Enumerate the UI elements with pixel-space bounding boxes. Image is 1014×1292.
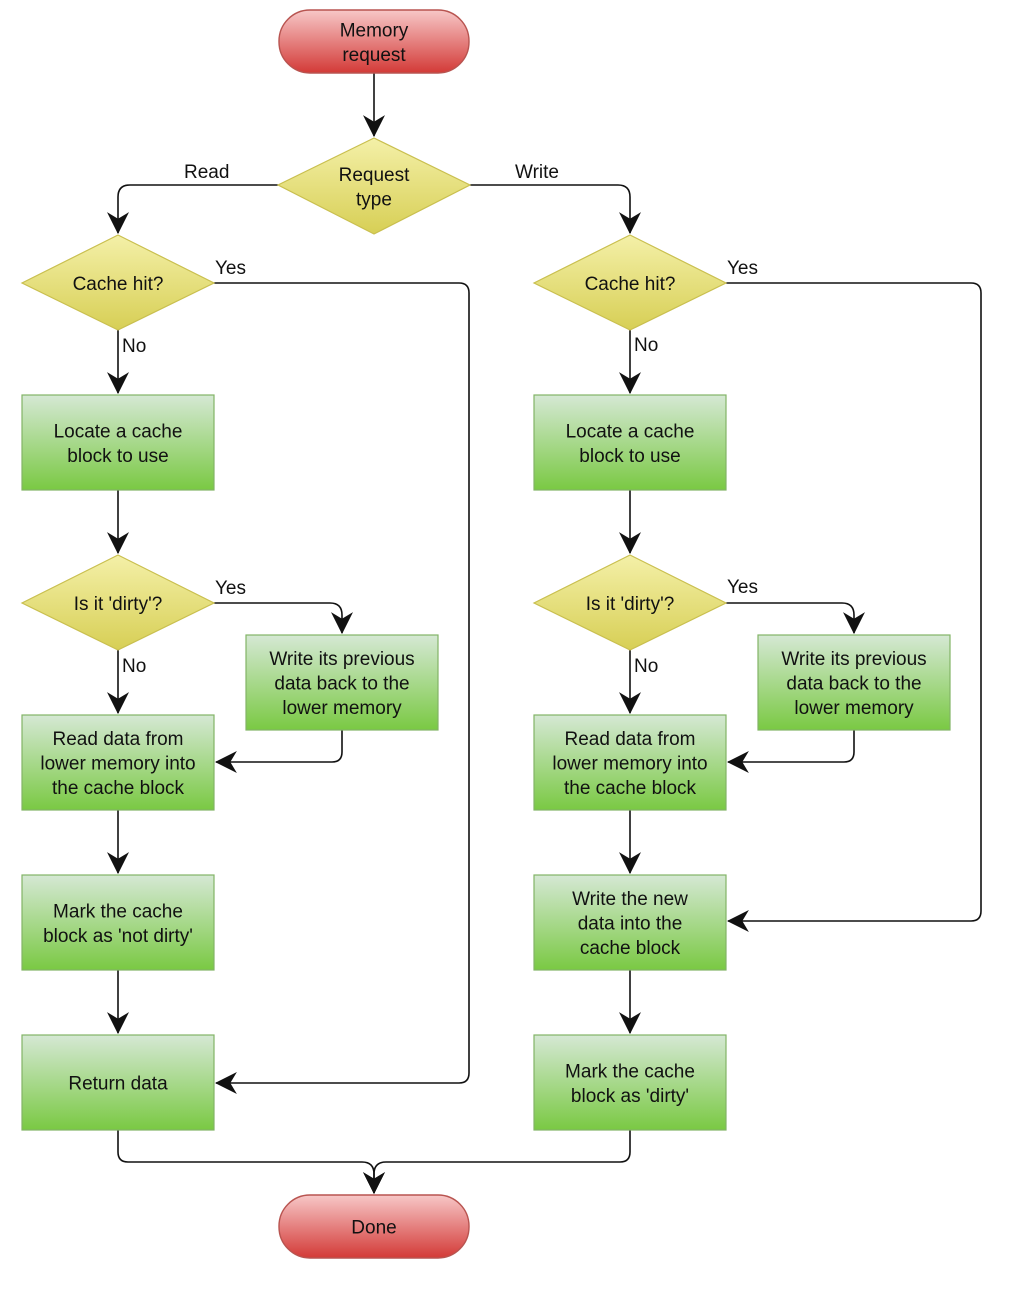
edge-write-dirty-yes xyxy=(726,602,865,635)
done-label: Done xyxy=(351,1218,396,1239)
label-read-hit-yes: Yes xyxy=(215,258,246,279)
edge-write-mark-to-done xyxy=(363,1130,631,1195)
write-cache-hit-decision: Cache hit? xyxy=(532,234,728,331)
label-read-dirty-yes: Yes xyxy=(215,578,246,599)
edge-write-hit-yes xyxy=(726,282,982,932)
read-dirty-decision: Is it 'dirty'? xyxy=(20,554,216,651)
label-write: Write xyxy=(515,162,559,183)
write-dirty-label: Is it 'dirty'? xyxy=(586,594,675,615)
edge-read-branch xyxy=(107,184,278,235)
read-cache-hit-label: Cache hit? xyxy=(73,274,164,295)
read-return-box: Return data xyxy=(21,1034,215,1131)
read-cache-hit-decision: Cache hit? xyxy=(20,234,216,331)
edge-read-return-to-done xyxy=(117,1130,385,1195)
done-terminal: Done xyxy=(278,1194,470,1259)
edge-read-dirty-yes xyxy=(214,602,353,635)
read-dirty-label: Is it 'dirty'? xyxy=(74,594,163,615)
write-cache-hit-label: Cache hit? xyxy=(585,274,676,295)
write-dirty-decision: Is it 'dirty'? xyxy=(532,554,728,651)
edge-labels: Read Write Yes No Yes No Yes No Yes No xyxy=(122,162,758,677)
label-write-hit-yes: Yes xyxy=(727,258,758,279)
edge-write-writeback-to-read xyxy=(726,730,855,773)
label-write-hit-no: No xyxy=(634,335,658,356)
edge-write-branch xyxy=(470,184,641,235)
label-read-dirty-no: No xyxy=(122,656,146,677)
edges xyxy=(107,73,982,1195)
label-write-dirty-yes: Yes xyxy=(727,577,758,598)
label-read: Read xyxy=(184,162,229,183)
edge-read-writeback-to-read xyxy=(214,730,343,773)
read-return-label: Return data xyxy=(68,1074,168,1095)
label-read-hit-no: No xyxy=(122,336,146,357)
edge-read-hit-yes xyxy=(214,282,470,1094)
label-write-dirty-no: No xyxy=(634,656,658,677)
